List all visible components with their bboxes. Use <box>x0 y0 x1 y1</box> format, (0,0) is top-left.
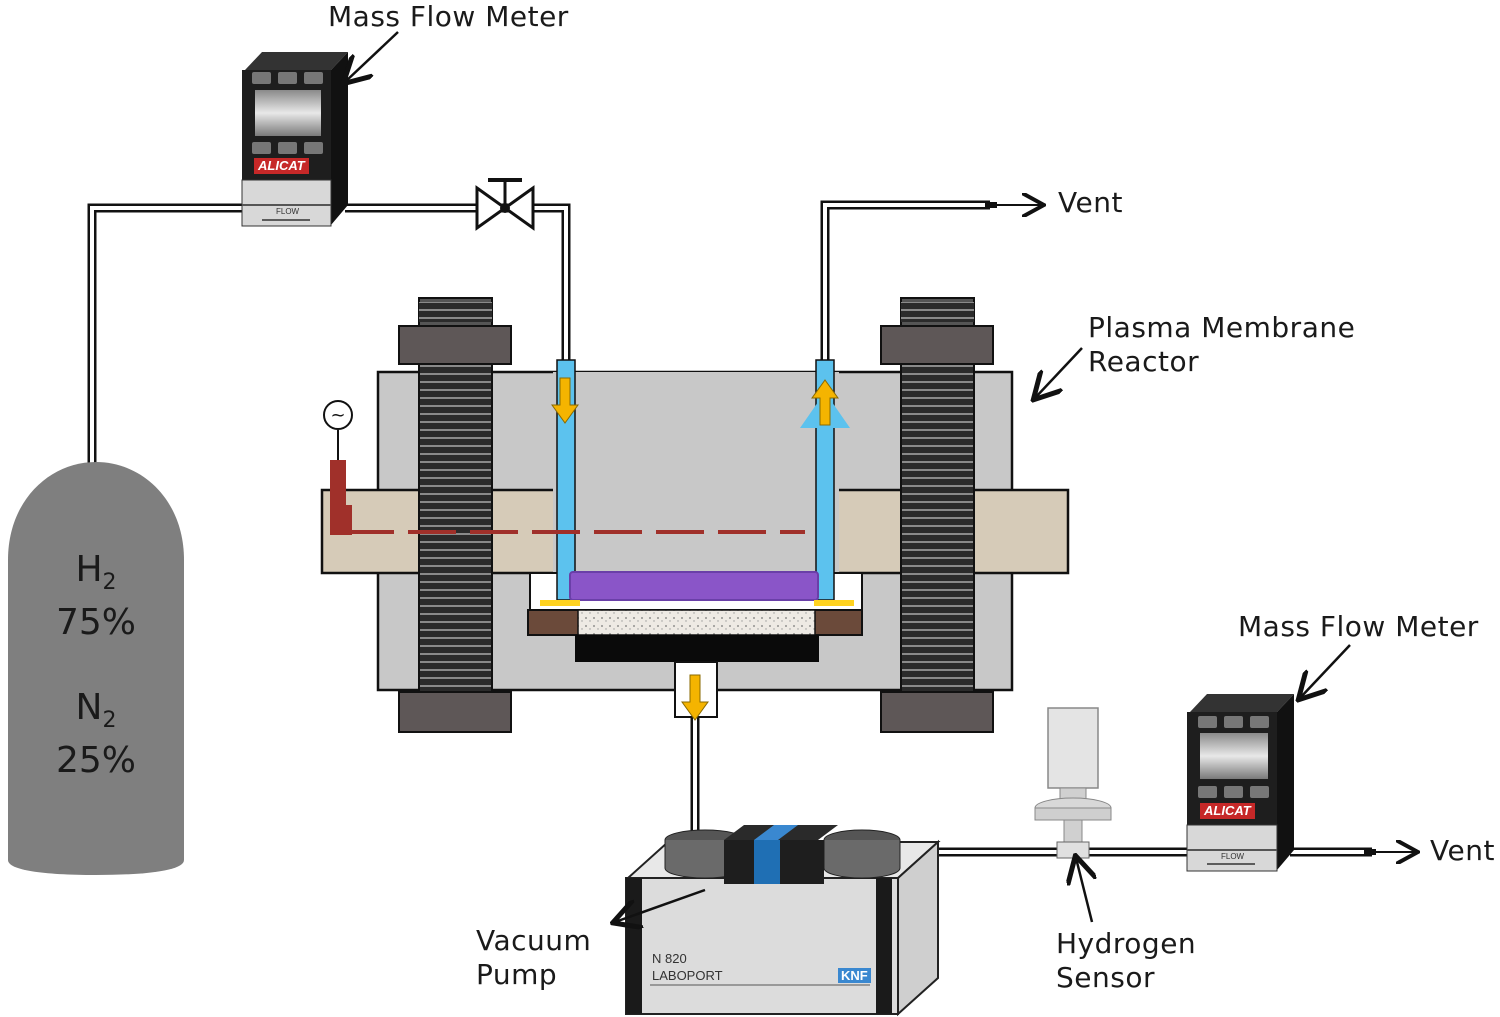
gas1-percent: 75% <box>55 602 136 644</box>
mfm-top-flow-text: FLOW <box>276 207 300 216</box>
gas-lines <box>87 200 1372 857</box>
reactor-label-line1: Plasma Membrane <box>1088 311 1356 344</box>
flow-arrows <box>551 377 839 721</box>
gas2-subscript: 2 <box>102 708 117 734</box>
needle-valve <box>475 178 535 231</box>
vacuum-pump <box>625 825 941 1017</box>
pump-label-line1: Vacuum <box>476 924 592 957</box>
tank-gas2: N2 25% <box>6 688 186 781</box>
pointer-arrows <box>345 31 1351 922</box>
svg-text:~: ~ <box>330 405 345 426</box>
gas2-symbol: N <box>75 687 103 728</box>
vent-top-label: Vent <box>1058 186 1123 219</box>
reactor-label-line2: Reactor <box>1088 345 1200 378</box>
pump-model-text: N 820 <box>652 951 687 966</box>
tank-gas1: H2 75% <box>6 550 186 643</box>
hydrogen-sensor <box>1034 707 1112 859</box>
mfm-bottom-brand: ALICAT <box>1200 803 1255 819</box>
gas-cylinder <box>8 462 184 875</box>
mfm-bottom-label: Mass Flow Meter <box>1238 610 1479 643</box>
mass-flow-meter-top <box>241 52 348 227</box>
mfm-top-brand: ALICAT <box>254 158 309 174</box>
pump-name-text: LABOPORT <box>652 968 723 983</box>
pump-brand-text: KNF <box>838 968 871 983</box>
gas1-subscript: 2 <box>102 570 117 596</box>
pump-label-line2: Pump <box>476 958 558 991</box>
mfm-top-label: Mass Flow Meter <box>328 0 569 33</box>
gas1-symbol: H <box>75 549 103 590</box>
sensor-label-line2: Sensor <box>1056 961 1155 994</box>
mfm-bottom-flow-text: FLOW <box>1221 852 1245 861</box>
vent-bottom-label: Vent <box>1430 834 1495 867</box>
line-tank-to-mfm <box>87 203 245 470</box>
mass-flow-meter-bottom <box>1186 694 1294 872</box>
sensor-label-line1: Hydrogen <box>1056 927 1197 960</box>
reactor: ~ <box>320 297 1070 733</box>
gas2-percent: 25% <box>55 740 136 782</box>
